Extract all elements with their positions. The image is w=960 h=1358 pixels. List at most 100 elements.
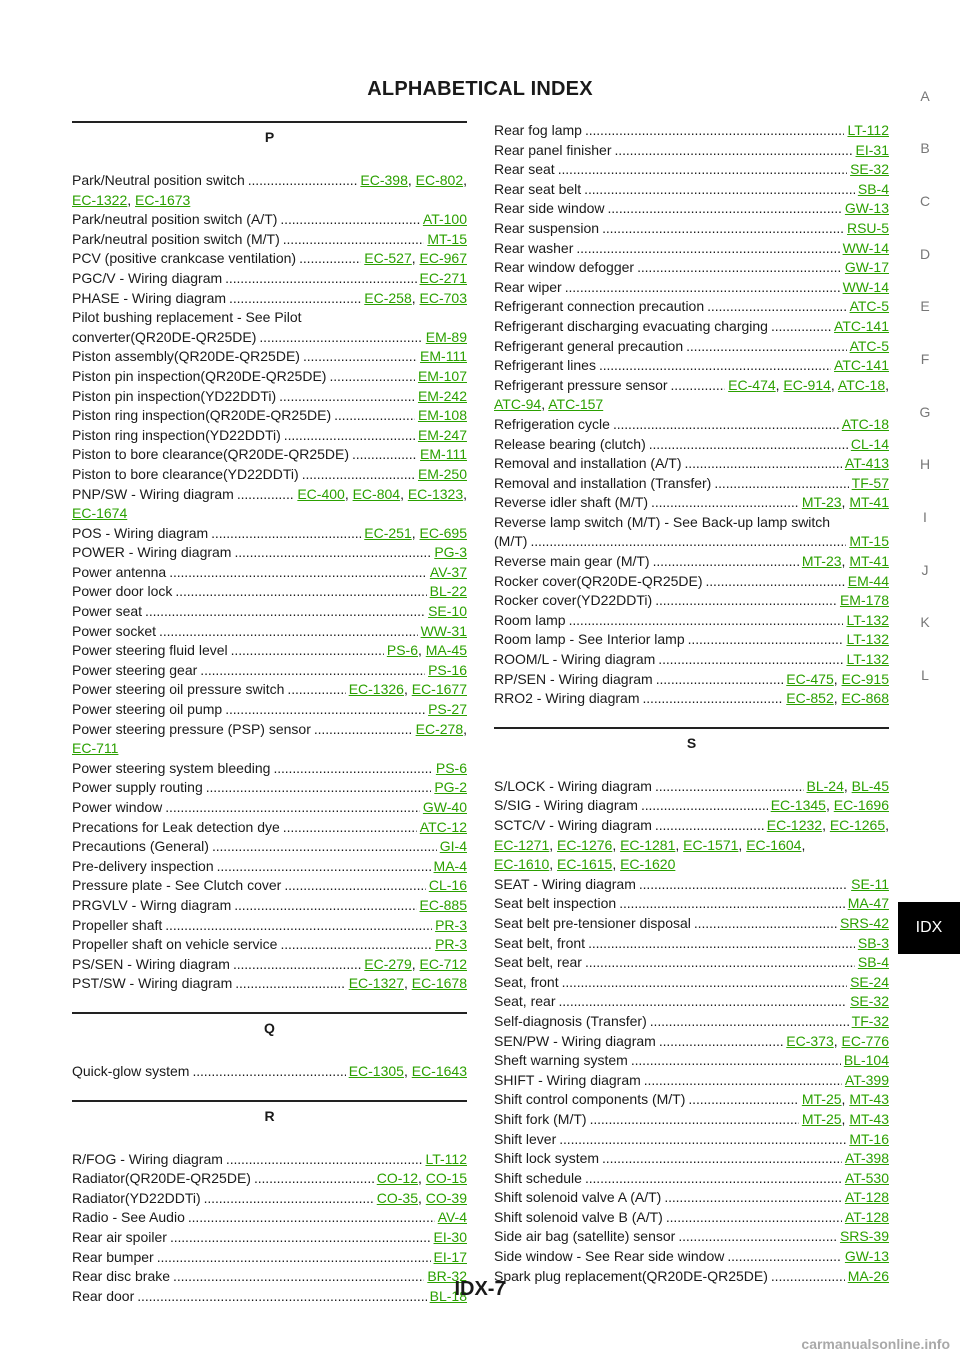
page-ref-link[interactable]: EM-250: [417, 465, 467, 482]
page-ref-link[interactable]: WW-14: [842, 278, 889, 295]
page-ref-link[interactable]: EC-258: [364, 289, 412, 306]
page-ref-link[interactable]: AT-100: [422, 211, 467, 228]
page-ref-link[interactable]: EC-271: [419, 269, 467, 286]
page-ref-link[interactable]: EM-247: [417, 426, 467, 443]
page-ref-link[interactable]: EC-712: [419, 955, 467, 972]
page-ref-link[interactable]: PS-6: [386, 642, 418, 659]
page-ref-link[interactable]: EI-30: [433, 1228, 467, 1245]
tab-f[interactable]: F: [920, 351, 930, 367]
page-ref-link[interactable]: EI-17: [433, 1248, 467, 1265]
page-ref-link[interactable]: MT-25: [801, 1110, 842, 1127]
page-ref-link[interactable]: EC-1276: [557, 836, 613, 853]
page-ref-link[interactable]: LT-132: [846, 631, 889, 648]
page-ref-link[interactable]: EC-1345: [770, 797, 826, 814]
page-ref-link[interactable]: EM-178: [839, 592, 889, 609]
page-ref-link[interactable]: EM-89: [425, 328, 467, 345]
page-ref-link[interactable]: RSU-5: [846, 219, 889, 236]
page-ref-link[interactable]: MT-41: [849, 494, 889, 511]
page-ref-link[interactable]: ATC-141: [834, 317, 889, 334]
page-ref-link[interactable]: AT-128: [844, 1189, 889, 1206]
page-ref-link[interactable]: MT-16: [849, 1130, 889, 1147]
page-ref-link[interactable]: WW-31: [420, 622, 467, 639]
page-ref-link[interactable]: MT-25: [801, 1091, 842, 1108]
page-ref-link[interactable]: EC-1265: [829, 817, 886, 833]
page-ref-link[interactable]: MA-47: [847, 895, 889, 912]
page-ref-link[interactable]: MT-43: [849, 1110, 889, 1127]
page-ref-link[interactable]: EC-1327: [348, 975, 404, 992]
page-ref-link[interactable]: EC-915: [841, 670, 889, 687]
tab-l[interactable]: L: [921, 667, 929, 683]
page-ref-link[interactable]: AT-128: [844, 1208, 889, 1225]
page-ref-link[interactable]: MT-23: [801, 494, 842, 511]
page-ref-link[interactable]: EC-398: [360, 172, 408, 188]
page-ref-link[interactable]: LT-132: [846, 651, 889, 668]
page-ref-link[interactable]: GW-13: [844, 1248, 889, 1265]
page-ref-link[interactable]: ATC-94: [494, 396, 542, 413]
page-ref-link[interactable]: EC-1305: [348, 1062, 404, 1079]
page-ref-link[interactable]: WW-14: [842, 239, 889, 256]
page-ref-link[interactable]: CO-15: [425, 1170, 467, 1187]
page-ref-link[interactable]: ATC-141: [834, 357, 889, 374]
page-ref-link[interactable]: GW-17: [844, 259, 889, 276]
page-ref-link[interactable]: EC-279: [364, 955, 412, 972]
page-ref-link[interactable]: TF-32: [851, 1012, 889, 1029]
page-ref-link[interactable]: AT-399: [844, 1071, 889, 1088]
page-ref-link[interactable]: EM-107: [417, 367, 467, 384]
page-ref-link[interactable]: GI-4: [439, 838, 467, 855]
page-ref-link[interactable]: EC-400: [297, 485, 345, 502]
page-ref-link[interactable]: EM-111: [420, 348, 467, 365]
page-ref-link[interactable]: EM-242: [417, 387, 467, 404]
page-ref-link[interactable]: SE-32: [850, 993, 889, 1010]
page-ref-link[interactable]: MT-43: [849, 1091, 889, 1108]
page-ref-link[interactable]: AT-398: [844, 1150, 889, 1167]
page-ref-link[interactable]: EC-802: [415, 172, 464, 188]
page-ref-link[interactable]: EC-1673: [135, 191, 191, 208]
page-ref-link[interactable]: EC-695: [419, 524, 467, 541]
page-ref-link[interactable]: EC-967: [419, 250, 467, 267]
page-ref-link[interactable]: BL-18: [429, 1287, 467, 1304]
page-ref-link[interactable]: SB-4: [857, 180, 889, 197]
page-ref-link[interactable]: EC-1643: [411, 1062, 467, 1079]
page-ref-link[interactable]: BL-24: [806, 777, 844, 794]
page-ref-link[interactable]: EC-1696: [833, 797, 889, 814]
page-ref-link[interactable]: SRS-39: [839, 1228, 889, 1245]
page-ref-link[interactable]: EC-868: [841, 690, 889, 707]
page-ref-link[interactable]: EC-527: [364, 250, 412, 267]
page-ref-link[interactable]: EC-914: [783, 376, 831, 393]
page-ref-link[interactable]: SE-32: [850, 161, 889, 178]
page-ref-link[interactable]: EC-703: [419, 289, 467, 306]
tab-a[interactable]: A: [920, 88, 930, 104]
page-ref-link[interactable]: ATC-18: [841, 415, 889, 432]
page-ref-link[interactable]: LT-112: [847, 122, 889, 138]
page-ref-link[interactable]: SRS-42: [839, 914, 889, 931]
page-ref-link[interactable]: ATC-157: [548, 396, 604, 413]
page-ref-link[interactable]: CO-12: [376, 1170, 418, 1187]
page-ref-link[interactable]: MT-15: [849, 533, 889, 550]
page-ref-link[interactable]: BL-22: [429, 583, 467, 600]
page-ref-link[interactable]: AT-530: [844, 1169, 889, 1186]
page-ref-link[interactable]: ATC-12: [419, 818, 467, 835]
page-ref-link[interactable]: PS-6: [435, 759, 467, 776]
page-ref-link[interactable]: EC-1571: [683, 836, 739, 853]
page-ref-link[interactable]: GW-40: [422, 799, 467, 815]
page-ref-link[interactable]: EC-1610: [494, 856, 550, 873]
page-ref-link[interactable]: TF-57: [851, 474, 889, 491]
page-ref-link[interactable]: BL-45: [851, 777, 889, 794]
page-ref-link[interactable]: EC-475: [786, 670, 834, 687]
tab-c[interactable]: C: [919, 193, 931, 209]
page-ref-link[interactable]: EC-1271: [494, 836, 550, 853]
page-ref-link[interactable]: CL-14: [850, 435, 889, 452]
tab-j[interactable]: J: [921, 562, 929, 578]
page-ref-link[interactable]: AT-413: [844, 455, 889, 472]
page-ref-link[interactable]: LT-112: [425, 1150, 467, 1167]
page-ref-link[interactable]: MA-45: [425, 642, 467, 659]
page-ref-link[interactable]: EC-852: [786, 690, 834, 707]
page-ref-link[interactable]: PR-3: [435, 936, 467, 953]
page-ref-link[interactable]: MT-41: [849, 553, 889, 570]
page-ref-link[interactable]: ATC-5: [849, 298, 889, 315]
page-ref-link[interactable]: MT-23: [801, 553, 842, 570]
page-ref-link[interactable]: EC-1615: [557, 856, 613, 873]
tab-h[interactable]: H: [919, 456, 931, 472]
page-ref-link[interactable]: EC-278: [415, 720, 464, 737]
page-ref-link[interactable]: MA-4: [433, 857, 467, 874]
